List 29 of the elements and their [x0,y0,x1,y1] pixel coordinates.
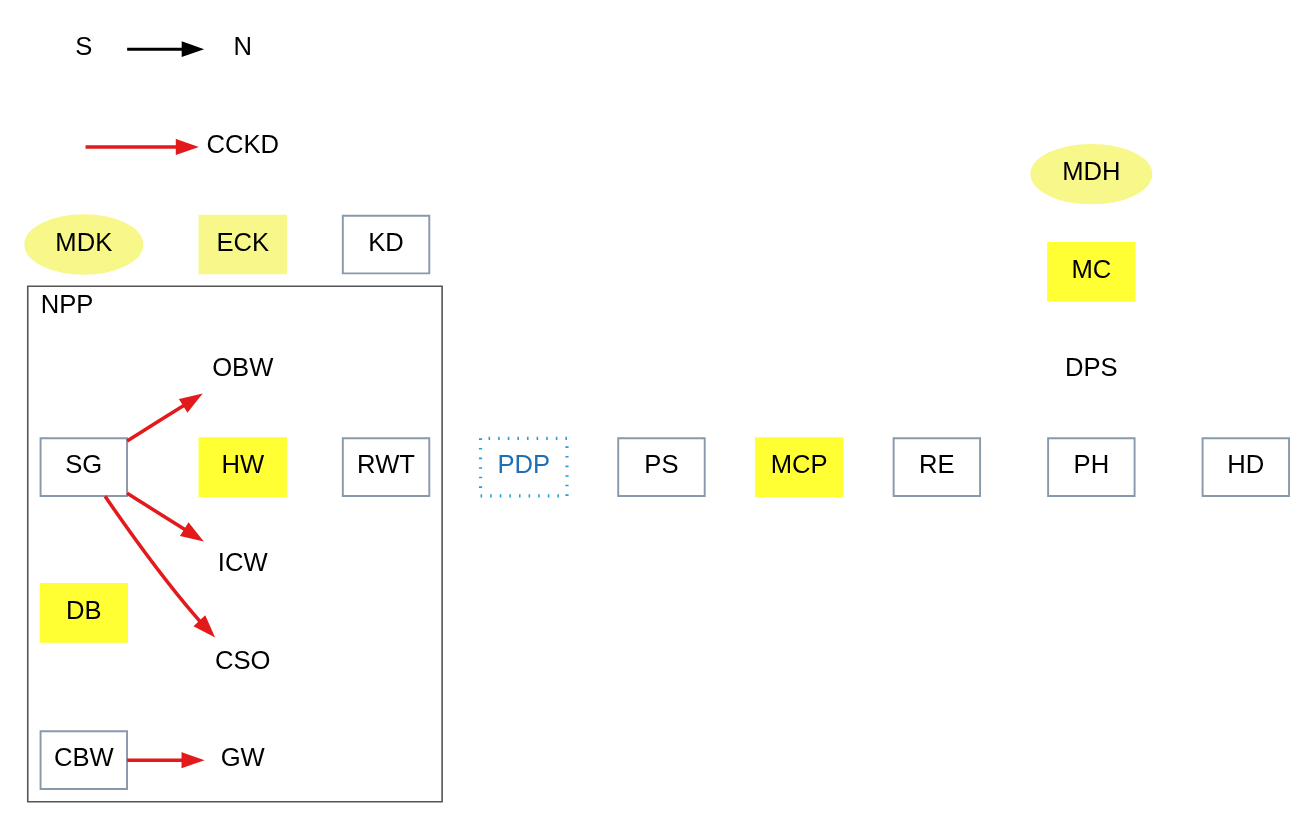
label: S [75,31,93,60]
node-box: HD [1201,436,1290,497]
node-box: KD [341,214,431,274]
node-box: MC [1047,241,1136,302]
node-box: MCP [754,436,844,497]
node-box: RWT [341,436,431,497]
node-text: CSO [215,645,271,674]
node-ellipse: MDK [24,213,144,275]
arrow [126,491,204,541]
node-text: GW [220,742,265,771]
node-box: PH [1047,436,1136,497]
node-text: ICW [217,547,268,576]
node-box: SG [39,436,128,497]
node-box: CBW [39,729,128,790]
arrow [85,138,199,155]
node-ellipse: MDH [1030,143,1153,204]
node-box: HW [198,436,287,497]
arrow [103,494,216,638]
node-text: CCKD [206,129,280,158]
label: DPS [1065,352,1118,381]
node-box: PS [617,436,706,497]
node-box: DB [39,582,128,643]
node-box: PDP [478,436,569,498]
label: N [233,31,252,60]
node-box: RE [892,436,982,497]
node-text: OBW [212,352,274,381]
arrow [126,393,203,442]
node-box: ECK [198,214,287,274]
arrow [127,751,205,768]
